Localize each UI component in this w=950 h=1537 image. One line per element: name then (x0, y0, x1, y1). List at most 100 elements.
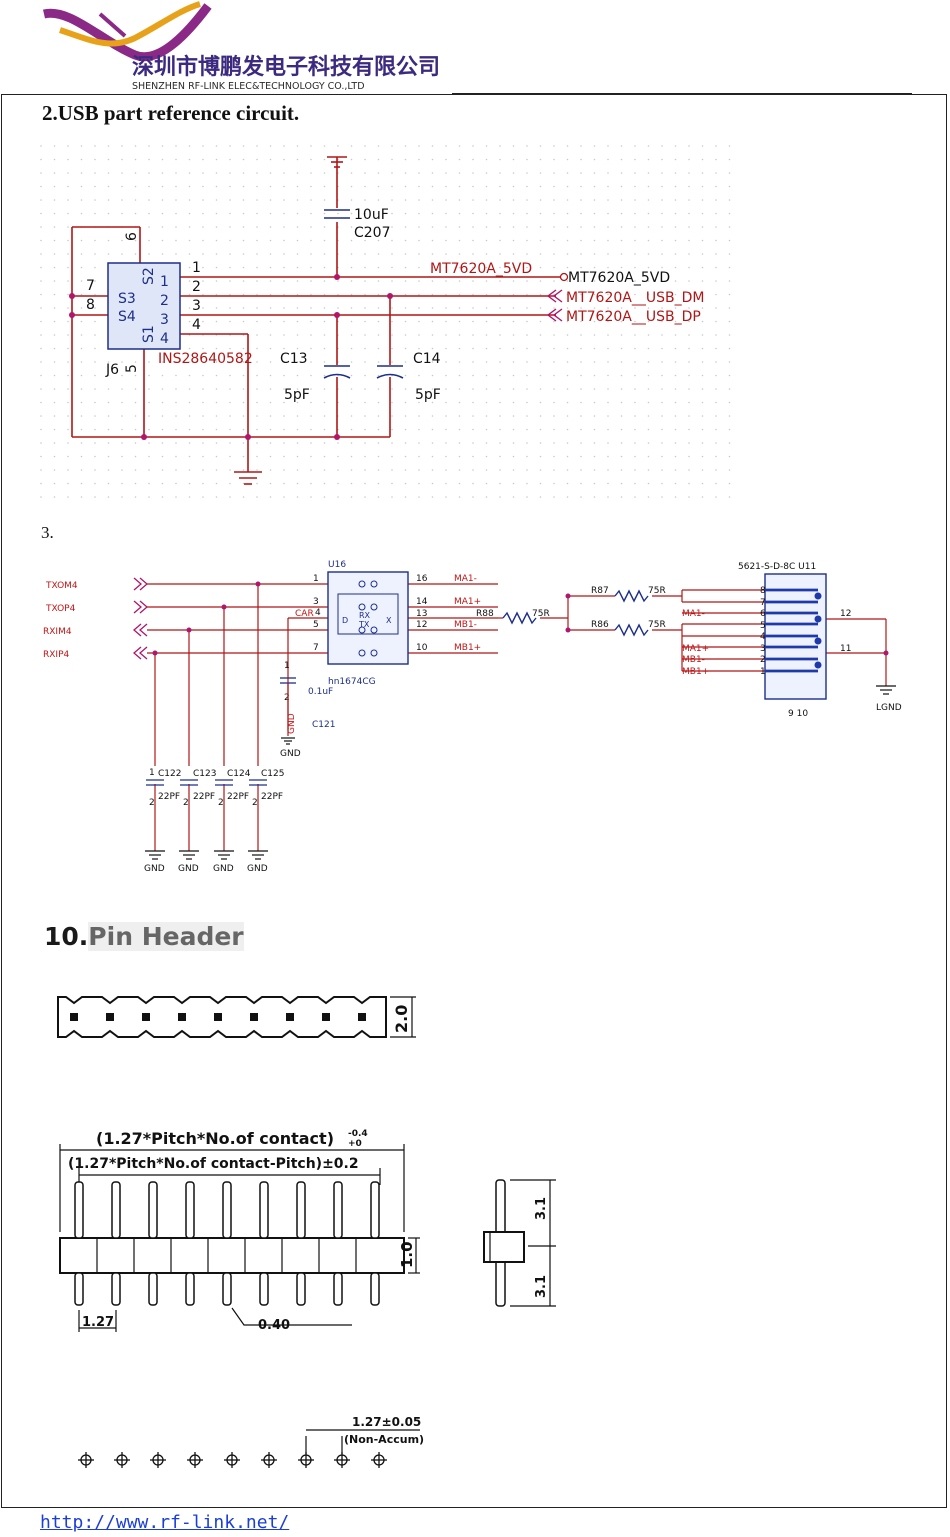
c123-value: 22PF (193, 792, 215, 802)
gnd-label-3: GND (213, 864, 234, 874)
u16-pin-10: 10 (416, 643, 428, 653)
u11-pin-12: 12 (840, 609, 851, 619)
u11-pin-5: 5 (760, 621, 766, 631)
r86-ref: R86 (591, 620, 609, 630)
top-view-outline (57, 996, 387, 1038)
connector-part: INS28640582 (158, 351, 253, 367)
ethernet-schematic: TXOM4 TXOP4 RXIM4 RXIP4 (43, 560, 902, 874)
c121-value: 0.1uF (308, 687, 333, 697)
u11-pin-2: 2 (760, 655, 766, 665)
shield-label-s4: S4 (118, 309, 136, 325)
car-label: CAR (295, 609, 314, 619)
c122-ref: C122 (158, 769, 181, 779)
side-bottom-dim: 3.1 (534, 1275, 549, 1298)
u11-pin-7: 7 (760, 598, 766, 608)
footer-url-link[interactable]: http://www.rf-link.net/ (40, 1512, 290, 1533)
r88-ref: R88 (476, 609, 494, 619)
u11-net-mb1-minus: MB1- (682, 655, 705, 665)
side-dim-lines (510, 1179, 556, 1307)
r87-ref: R87 (591, 586, 609, 596)
port-dm-symbol (546, 289, 563, 303)
port-txom4: TXOM4 (45, 581, 78, 591)
u11-pin-6: 6 (760, 609, 766, 619)
net-mb1-minus: MB1- (454, 620, 477, 630)
footprint-note: (Non-Accum) (344, 1433, 424, 1446)
shield-label-s2: S2 (141, 267, 157, 285)
c14-ref: C14 (413, 351, 441, 367)
footprint-dim-lines (305, 1429, 420, 1454)
company-name-en: SHENZHEN RF-LINK ELEC&TECHNOLOGY CO.,LTD (132, 81, 365, 92)
pitch-dim: 1.27 (82, 1315, 114, 1330)
port-rxip4: RXIP4 (43, 650, 70, 660)
u11-pin-11: 11 (840, 644, 851, 654)
c13-value: 5pF (284, 387, 310, 403)
shield-label-s1: S1 (141, 325, 157, 343)
logo-purple-wing (42, 3, 212, 62)
pin-number-4: 4 (192, 317, 201, 333)
c125-pin-2: 2 (252, 798, 258, 808)
port-5vd-symbol (559, 272, 569, 282)
pin-header-number: 10. (44, 922, 89, 951)
gnd-symbols-caps (145, 850, 268, 860)
c125-ref: C125 (261, 769, 284, 779)
u11-contact-dots (814, 592, 822, 669)
lgnd-symbol (876, 685, 896, 695)
usb-connector-body (107, 262, 181, 350)
c124-ref: C124 (227, 769, 251, 779)
usb-section-title: 2.USB part reference circuit. (42, 101, 300, 125)
pin-number-7: 7 (86, 278, 95, 294)
u16-pin-5: 5 (313, 620, 319, 630)
pin-header-top-view: 2.0 (57, 996, 416, 1038)
logo-gold-wing (59, 1, 201, 47)
connector-ref: J6 (105, 362, 119, 378)
r87-value: 75R (648, 586, 666, 596)
u16-pin-3: 3 (313, 597, 319, 607)
inner-pin-2: 2 (160, 293, 169, 309)
u16-tx: TX (358, 620, 370, 629)
inner-pin-1: 1 (160, 274, 169, 290)
r86-value: 75R (648, 620, 666, 630)
top-view-pins (70, 1013, 366, 1021)
overall-tol-lower: +0 (348, 1139, 362, 1149)
inner-pin-3: 3 (160, 312, 169, 328)
bottom-caps (146, 779, 267, 786)
pin-width-dim: 0.40 (258, 1318, 290, 1333)
u16-pin-14: 14 (416, 597, 428, 607)
company-name-cn: 深圳市博鹏发电子科技有限公司 (132, 54, 440, 80)
c125-value: 22PF (261, 792, 283, 802)
usb-wires (71, 156, 560, 485)
side-body (483, 1231, 525, 1263)
pin-header-front-view: (1.27*Pitch*No.of contact) -0.4 +0 (1.27… (59, 1129, 420, 1333)
front-dim-lines-2 (78, 1237, 420, 1332)
u16-part: hn1674CG (328, 677, 376, 687)
overall-tol-upper: -0.4 (348, 1129, 368, 1139)
pin-header-title: 10.Pin Header (44, 922, 244, 951)
side-top-dim: 3.1 (534, 1197, 549, 1220)
c207-ref: C207 (354, 225, 391, 241)
net-mb1-plus: MB1+ (454, 643, 481, 653)
c207-value: 10uF (354, 207, 389, 223)
c121-pin-2: 2 (284, 693, 290, 703)
pin-header-side-view: 3.1 3.1 (483, 1179, 556, 1307)
usb-caps (323, 209, 404, 379)
c123-ref: C123 (193, 769, 216, 779)
u11-net-ma1-plus: MA1+ (682, 644, 709, 654)
u11-contacts (765, 588, 818, 673)
eth-section-number: 3. (41, 523, 54, 542)
u11-pin-3: 3 (760, 644, 766, 654)
u11-net-mb1-plus: MB1+ (682, 667, 709, 677)
pin-header-heading: Pin Header (88, 922, 244, 951)
u16-body (327, 571, 409, 665)
pin-number-6: 6 (124, 232, 140, 241)
logo-graphic: 深圳市博鹏发电子科技有限公司 SHENZHEN RF-LINK ELEC&TEC… (42, 1, 440, 92)
u16-pin-13: 13 (416, 609, 427, 619)
u16-pin-16: 16 (416, 574, 428, 584)
c122-pin-1: 1 (149, 768, 155, 778)
c121-gnd-net: GND (287, 713, 297, 734)
net-ma1-plus: MA1+ (454, 597, 481, 607)
c121-pin-1: 1 (284, 661, 290, 671)
port-rxim4: RXIM4 (43, 627, 72, 637)
gnd-label-1: GND (144, 864, 165, 874)
usb-junctions (69, 274, 393, 440)
front-body (59, 1237, 405, 1274)
